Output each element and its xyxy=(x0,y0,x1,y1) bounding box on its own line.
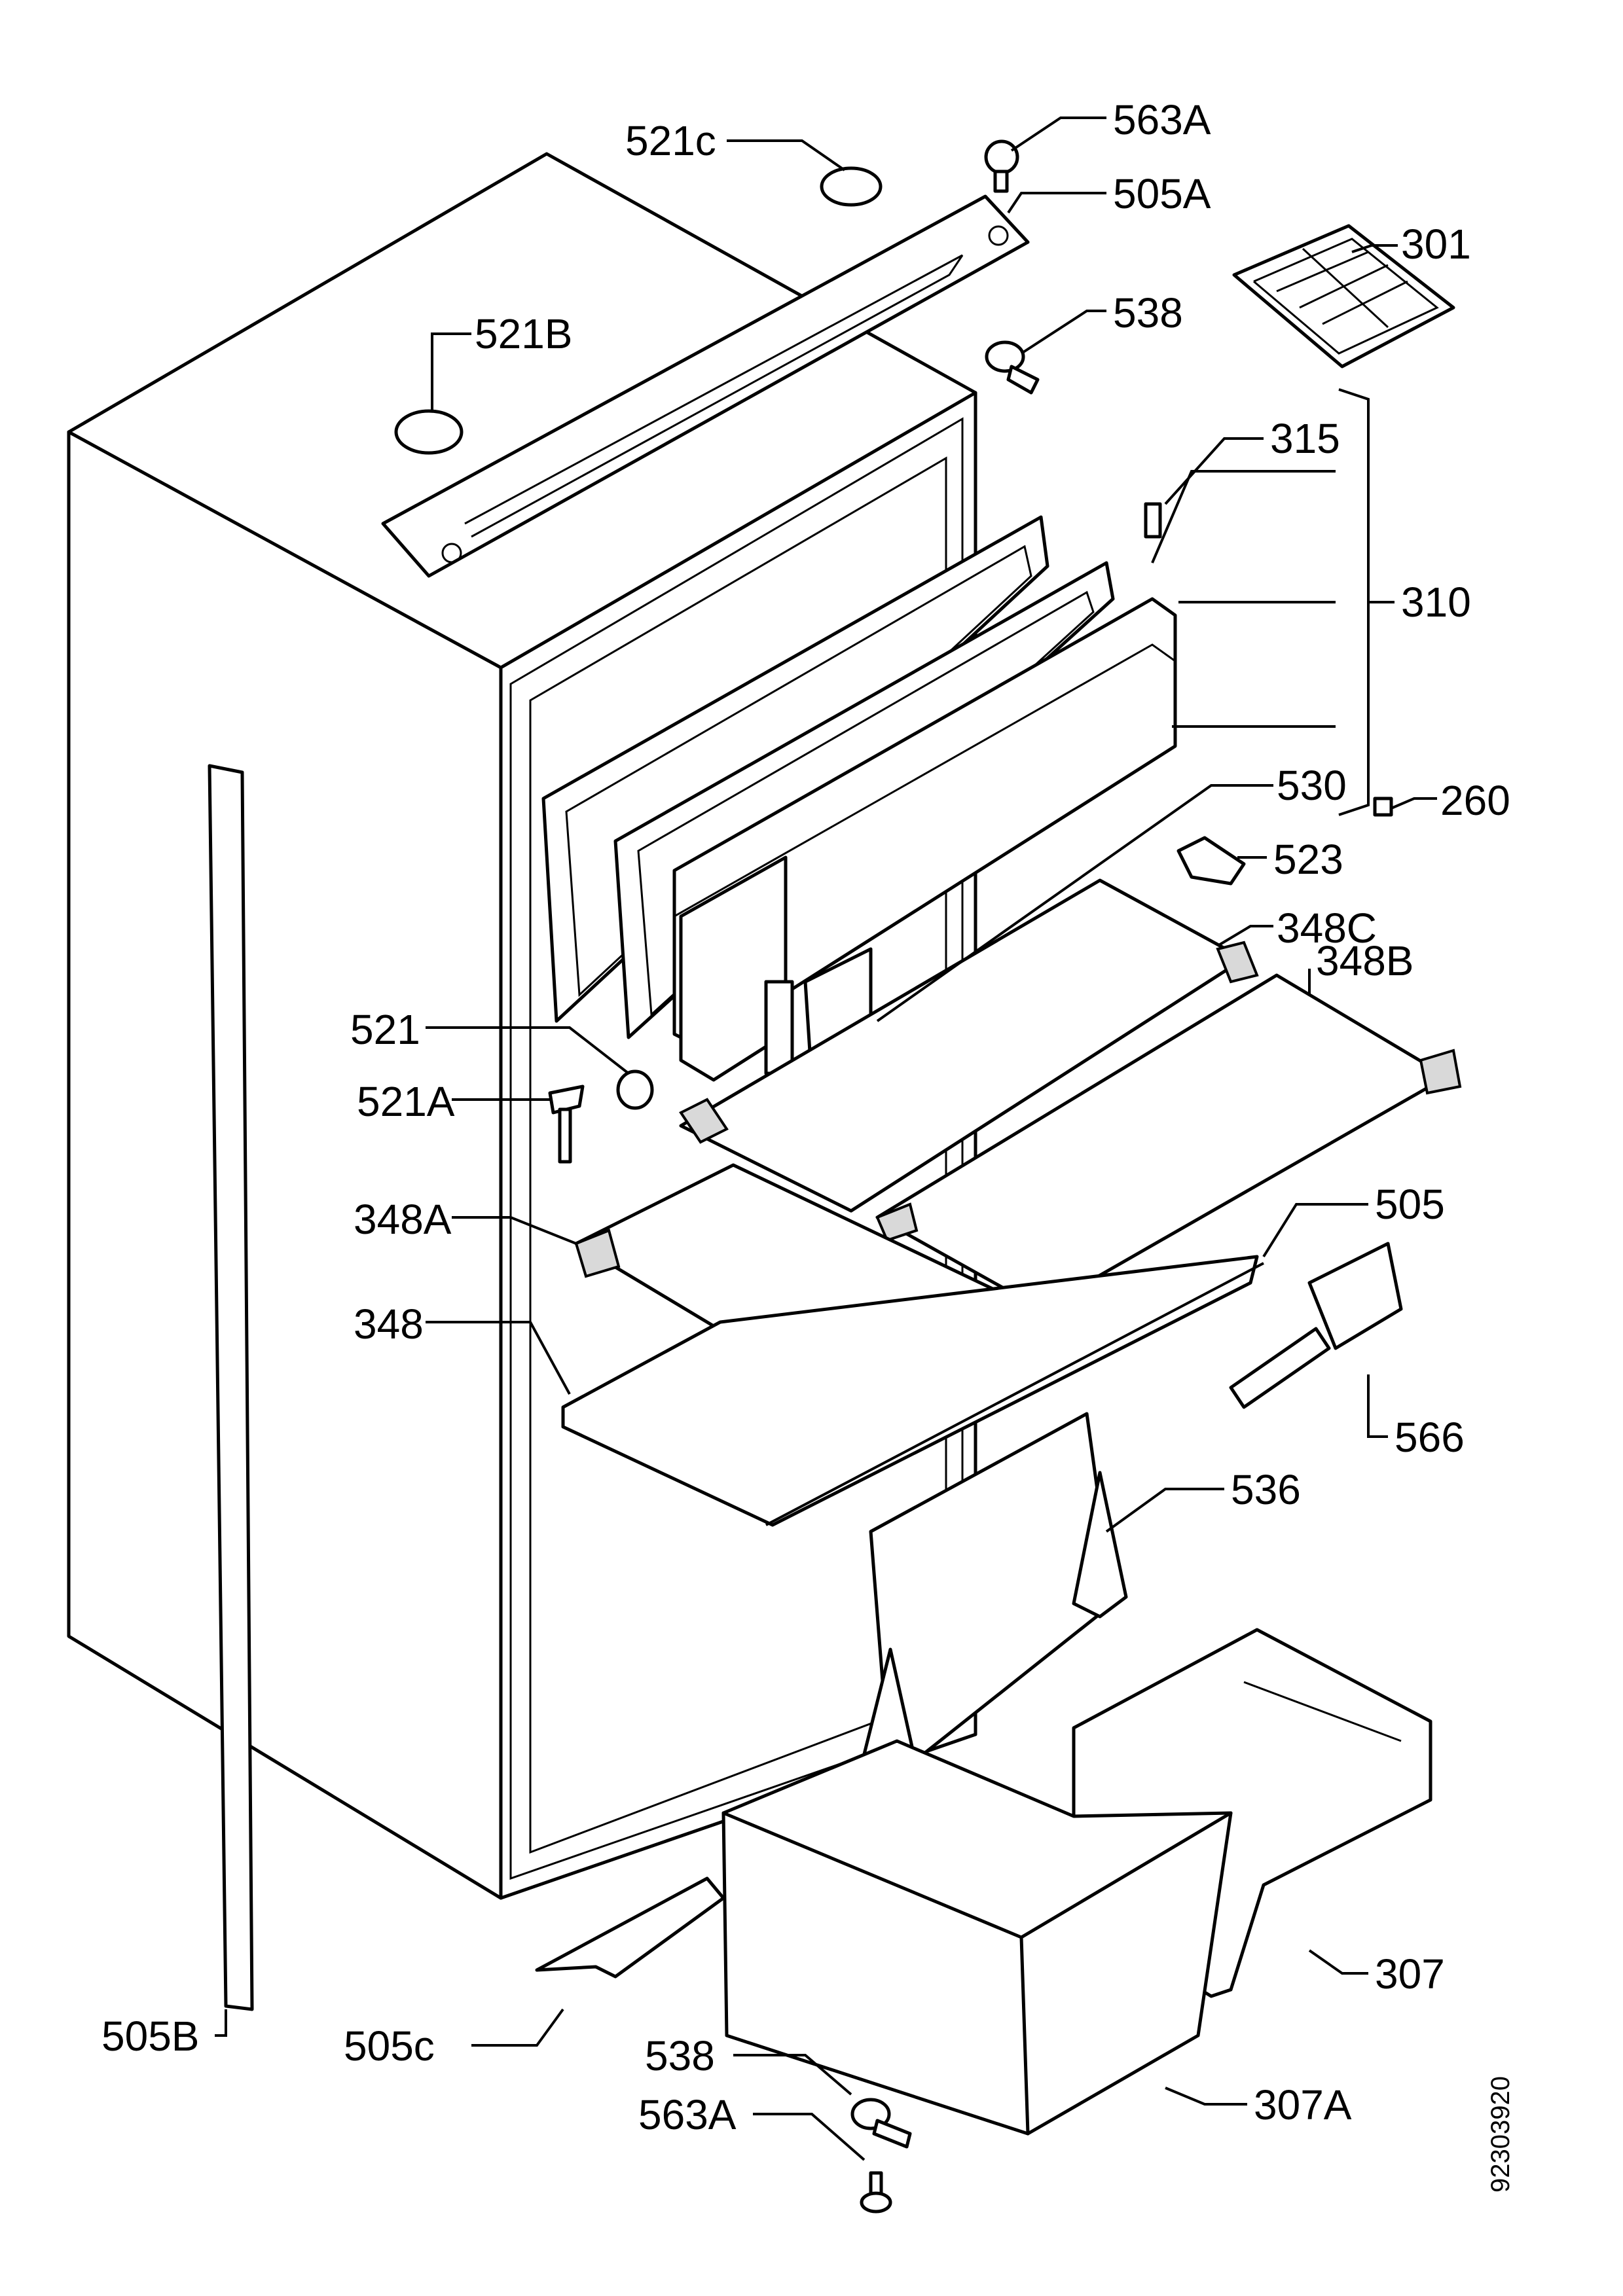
label-521b: 521B xyxy=(475,310,572,357)
label-348a: 348A xyxy=(354,1196,452,1243)
leader-lines xyxy=(215,117,1437,2161)
trim-505c xyxy=(535,1876,725,1979)
lamp-523 xyxy=(1176,836,1246,886)
label-566: 566 xyxy=(1395,1414,1465,1461)
label-563a-bottom: 563A xyxy=(638,2091,737,2138)
label-310: 310 xyxy=(1401,579,1471,626)
part-labels: 521c 563A 505A 301 538 521B 315 310 530 … xyxy=(101,96,1510,2138)
label-521: 521 xyxy=(350,1006,420,1053)
ice-tray-301 xyxy=(1232,224,1455,368)
label-505c: 505c xyxy=(344,2022,435,2070)
label-307: 307 xyxy=(1375,1950,1445,1998)
screw-563a-bottom xyxy=(860,2171,892,2214)
label-563a-top: 563A xyxy=(1113,96,1211,143)
hinge-bar-505a xyxy=(381,194,1030,578)
label-307a: 307A xyxy=(1254,2081,1352,2128)
crisper-307a xyxy=(721,1739,1233,2136)
label-521a: 521A xyxy=(357,1078,455,1125)
bracket-310 xyxy=(1338,388,1370,816)
label-530: 530 xyxy=(1277,762,1347,809)
label-521c: 521c xyxy=(625,117,716,164)
label-538-top: 538 xyxy=(1113,289,1183,336)
screw-563a-top xyxy=(984,139,1019,193)
cap-521c xyxy=(820,166,883,207)
freezer-door-panel xyxy=(672,597,1177,1082)
label-315: 315 xyxy=(1270,415,1340,462)
label-505a: 505A xyxy=(1113,170,1211,217)
hinge-pin-538-top xyxy=(985,340,1040,395)
cap-521b xyxy=(394,409,464,455)
label-348c: 348C xyxy=(1277,905,1377,952)
pin-315 xyxy=(1144,502,1162,539)
label-505b: 505B xyxy=(101,2013,199,2060)
label-505: 505 xyxy=(1375,1181,1445,1228)
label-301: 301 xyxy=(1401,221,1471,268)
label-260: 260 xyxy=(1440,777,1510,824)
drawing-code: 92303920 xyxy=(1486,2076,1515,2193)
scraper-566 xyxy=(1229,1242,1403,1409)
clip-260 xyxy=(1373,797,1393,817)
label-348b: 348B xyxy=(1316,937,1413,984)
label-523: 523 xyxy=(1273,836,1343,883)
shelf-348b xyxy=(875,973,1462,1311)
cap-521 xyxy=(616,1069,654,1110)
label-348: 348 xyxy=(354,1300,424,1348)
trim-505b xyxy=(208,764,254,2011)
hinge-pin-538-bottom xyxy=(850,2098,912,2149)
shelf-348 xyxy=(561,1255,1264,1527)
label-536: 536 xyxy=(1231,1466,1301,1513)
screw-521a xyxy=(548,1085,585,1164)
label-538-bottom: 538 xyxy=(645,2032,715,2079)
